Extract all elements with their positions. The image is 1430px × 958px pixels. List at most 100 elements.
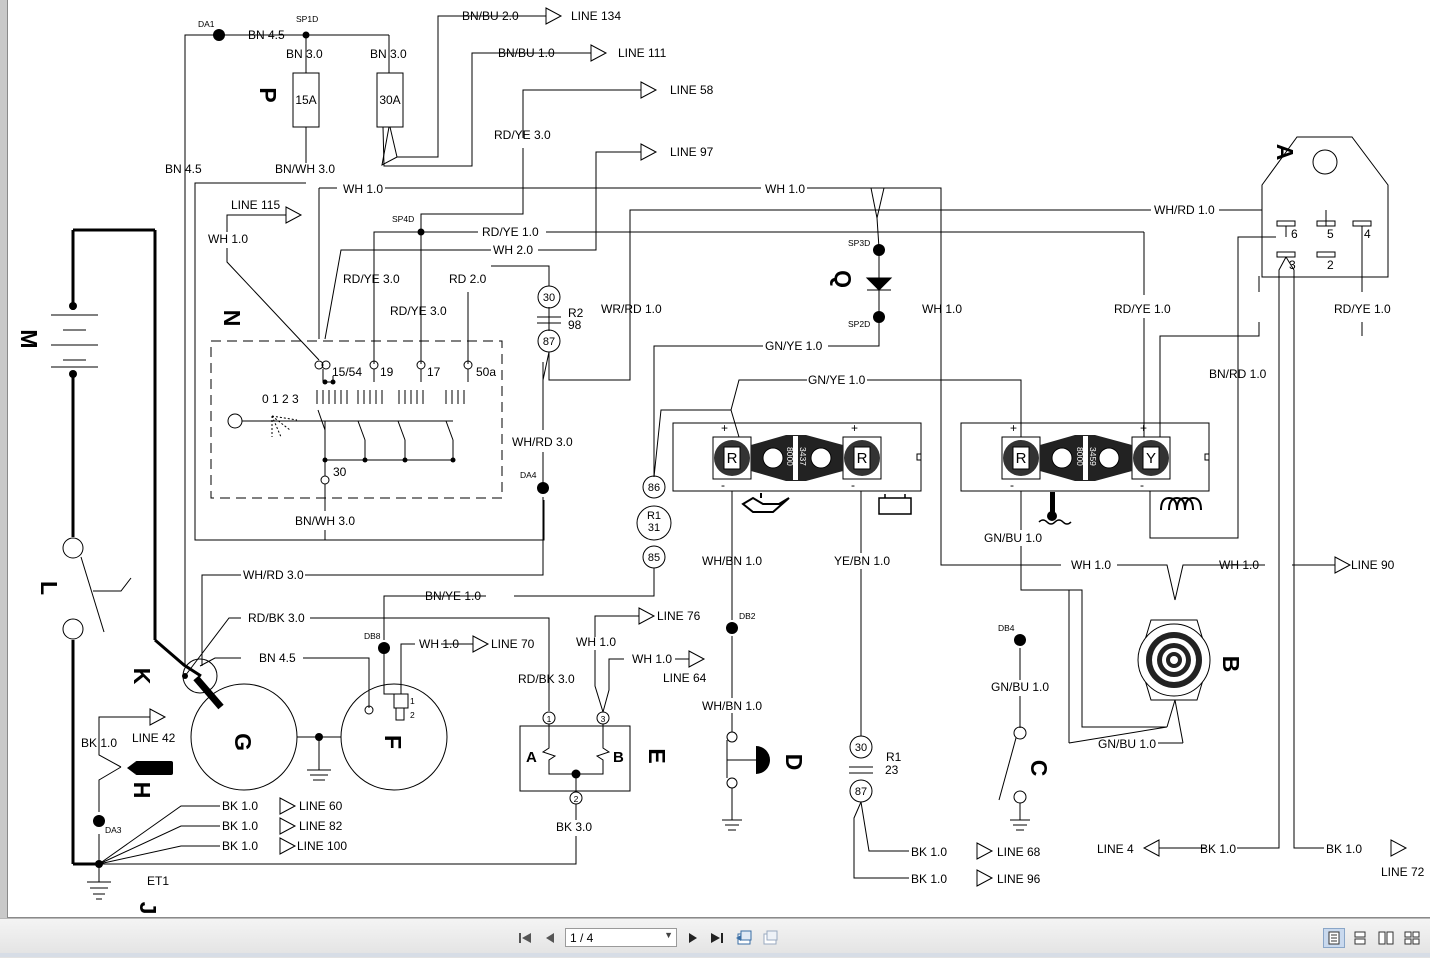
pin-label: 6 bbox=[1291, 227, 1298, 241]
wire-label: RD/YE 1.0 bbox=[482, 225, 539, 239]
chevron-down-icon[interactable]: ▼ bbox=[664, 930, 673, 940]
component-label: N bbox=[219, 310, 245, 327]
single-page-view-icon[interactable] bbox=[1323, 928, 1345, 948]
line-reference: LINE 70 bbox=[491, 637, 535, 651]
line-reference: LINE 97 bbox=[670, 145, 714, 159]
relay-pin: 87 bbox=[855, 786, 867, 798]
wire-label: GN/YE 1.0 bbox=[765, 339, 823, 353]
relay-pin: 30 bbox=[855, 742, 867, 754]
wire-label: GN/BU 1.0 bbox=[991, 680, 1049, 694]
glow-plug-icon bbox=[1160, 496, 1202, 511]
component-label: L bbox=[36, 581, 62, 595]
go-forward-icon[interactable] bbox=[760, 928, 780, 948]
splice-label: DA1 bbox=[198, 19, 215, 29]
pin-label: 4 bbox=[1364, 227, 1371, 241]
continuous-view-icon[interactable] bbox=[1350, 928, 1370, 948]
horn-icon bbox=[1137, 619, 1211, 701]
component-label: B bbox=[1218, 656, 1244, 673]
pin-label: 2 bbox=[574, 794, 579, 804]
line-reference: LINE 82 bbox=[299, 819, 343, 833]
wire-label: YE/BN 1.0 bbox=[834, 554, 890, 568]
splice-label: SP3D bbox=[848, 238, 870, 248]
wiring-diagram: DA1 SP1D BN 4.5 BN 3.0 BN 3.0 BN/BU 2.0 … bbox=[16, 7, 1425, 914]
part-code: 3437 bbox=[798, 447, 808, 466]
wire-label: WH/RD 1.0 bbox=[1154, 203, 1215, 217]
facing-view-icon[interactable] bbox=[1376, 928, 1396, 948]
splice-label: DB8 bbox=[364, 631, 381, 641]
relay-name: R1 bbox=[886, 750, 902, 764]
last-page-icon[interactable] bbox=[708, 928, 726, 948]
wire-label: GN/YE 1.0 bbox=[808, 373, 866, 387]
line-reference: LINE 96 bbox=[997, 872, 1041, 886]
splice-label: SP4D bbox=[392, 214, 414, 224]
line-reference: LINE 64 bbox=[663, 671, 707, 685]
component-label: Q bbox=[830, 270, 856, 288]
wire-label: WH 1.0 bbox=[208, 232, 248, 246]
wire-label: WH 1.0 bbox=[419, 637, 459, 651]
wire-label: BN 4.5 bbox=[165, 162, 202, 176]
indicator-label: R bbox=[1016, 450, 1027, 467]
terminal-label: 19 bbox=[380, 365, 394, 379]
wire-label: RD/YE 3.0 bbox=[343, 272, 400, 286]
pin-label: 1 bbox=[547, 714, 552, 724]
wire-label: RD/BK 3.0 bbox=[248, 611, 305, 625]
line-reference: LINE 115 bbox=[231, 198, 280, 212]
previous-page-icon[interactable] bbox=[541, 928, 559, 948]
wire-label: BK 1.0 bbox=[81, 736, 117, 750]
wire-label: BK 1.0 bbox=[1200, 842, 1236, 856]
splice-label: DB4 bbox=[998, 623, 1015, 633]
go-back-icon[interactable] bbox=[734, 928, 754, 948]
wire-label: BK 3.0 bbox=[556, 820, 592, 834]
wire-label: RD/BK 3.0 bbox=[518, 672, 575, 686]
wire-label: GN/BU 1.0 bbox=[1098, 737, 1156, 751]
component-label: F bbox=[380, 735, 406, 749]
wire-label: RD/YE 3.0 bbox=[494, 128, 551, 142]
line-reference: LINE 68 bbox=[997, 845, 1041, 859]
line-reference: LINE 60 bbox=[299, 799, 343, 813]
page-number-field[interactable]: 1 / 4 ▼ bbox=[565, 928, 677, 947]
coolant-temp-icon bbox=[1038, 492, 1072, 525]
pin-label: 2 bbox=[410, 710, 415, 720]
part-code: 8000 bbox=[1075, 447, 1085, 466]
relay-number: 31 bbox=[648, 522, 660, 534]
wire-label: BK 1.0 bbox=[222, 839, 258, 853]
polarity-label: - bbox=[1140, 478, 1144, 492]
fuse-rating: 30A bbox=[379, 93, 400, 107]
line-reference: LINE 100 bbox=[297, 839, 347, 853]
relay-pin: 86 bbox=[648, 482, 660, 494]
wire-label: BN 4.5 bbox=[259, 651, 296, 665]
continuous-facing-view-icon[interactable] bbox=[1402, 928, 1422, 948]
wire-label: RD 2.0 bbox=[449, 272, 487, 286]
pin-label: 5 bbox=[1327, 227, 1334, 241]
relay-name: R1 bbox=[647, 510, 661, 522]
component-label: E bbox=[644, 748, 670, 763]
wire-label: BN/BU 2.0 bbox=[462, 9, 519, 23]
line-reference: LINE 72 bbox=[1381, 865, 1425, 879]
component-label: D bbox=[781, 754, 807, 771]
polarity-label: + bbox=[1010, 421, 1017, 435]
wire-label: RD/YE 1.0 bbox=[1334, 302, 1391, 316]
line-reference: LINE 90 bbox=[1351, 558, 1395, 572]
wire-label: RD/YE 1.0 bbox=[1114, 302, 1171, 316]
line-reference: LINE 42 bbox=[132, 731, 176, 745]
indicator-label: R bbox=[857, 450, 868, 467]
wire-label: RD/YE 3.0 bbox=[390, 304, 447, 318]
next-page-icon[interactable] bbox=[684, 928, 702, 948]
component-label: G bbox=[230, 733, 256, 751]
viewer-toolbar: 1 / 4 ▼ bbox=[0, 918, 1430, 958]
wire-label: WH 1.0 bbox=[1219, 558, 1259, 572]
wire-label: WH 1.0 bbox=[632, 652, 672, 666]
first-page-icon[interactable] bbox=[516, 928, 534, 948]
relay-pin: 85 bbox=[648, 552, 660, 564]
relay-name: R2 bbox=[568, 306, 584, 320]
component-label: K bbox=[129, 668, 155, 685]
status-strip bbox=[0, 953, 1430, 957]
polarity-label: + bbox=[851, 421, 858, 435]
splice-label: DA3 bbox=[105, 825, 122, 835]
wire-label: BN 4.5 bbox=[248, 28, 285, 42]
wire-label: WH 1.0 bbox=[765, 182, 805, 196]
pin-label: 1 bbox=[410, 696, 415, 706]
module-pin-name: B bbox=[613, 749, 624, 766]
pin-label: 2 bbox=[1327, 258, 1334, 272]
terminal-label: 15/54 bbox=[332, 365, 362, 379]
